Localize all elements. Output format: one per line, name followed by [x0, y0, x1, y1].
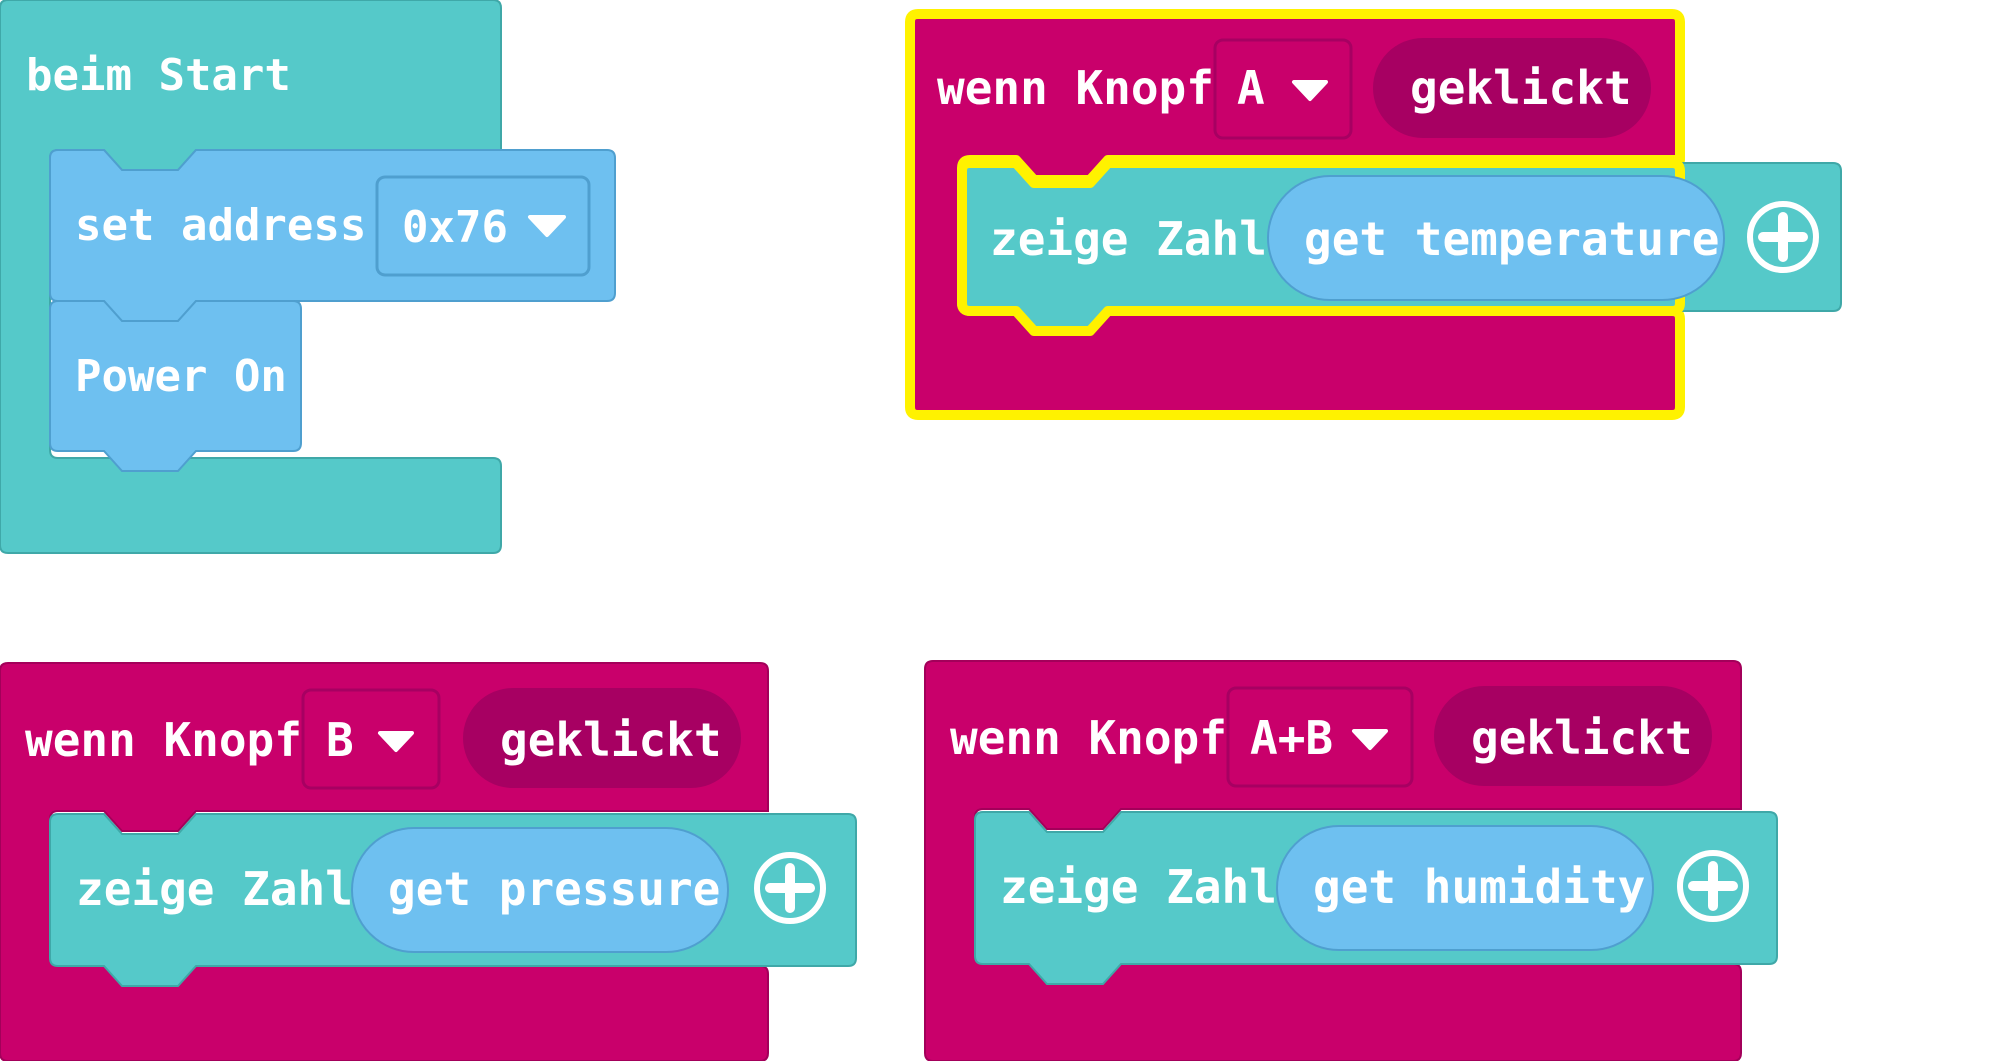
button-a-event-label: wenn Knopf — [937, 61, 1214, 115]
address-dropdown[interactable]: 0x76 — [375, 175, 591, 277]
get-temperature-pill — [1267, 175, 1725, 301]
get-pressure-reporter[interactable]: get pressure — [351, 827, 729, 953]
button-a-dropdown-value: A — [1237, 61, 1265, 115]
set-address-label: set address — [75, 200, 366, 251]
button-ab-event-type-label: geklickt — [1471, 711, 1693, 765]
plus-circle-icon[interactable] — [1747, 201, 1819, 273]
show-number-label: zeige Zahl — [1000, 860, 1277, 914]
button-ab-dropdown-value: A+B — [1250, 711, 1333, 765]
address-dropdown-value: 0x76 — [402, 202, 508, 253]
power-on-block[interactable]: Power On — [49, 300, 302, 472]
button-b-dropdown-box — [301, 688, 441, 790]
plus-circle-icon[interactable] — [754, 852, 826, 924]
highlight-outline — [957, 158, 1685, 336]
plus-circle-icon[interactable] — [1677, 850, 1749, 922]
button-ab-event-block[interactable]: wenn Knopf A+B geklickt zeige Zahl get h… — [924, 660, 1778, 1061]
get-humidity-label: get humidity — [1313, 860, 1645, 914]
get-humidity-reporter[interactable]: get humidity — [1276, 825, 1654, 951]
button-b-event-type-pill — [463, 688, 741, 788]
button-b-event-label: wenn Knopf — [25, 713, 302, 767]
get-humidity-pill — [1276, 825, 1654, 951]
get-temperature-reporter[interactable]: get temperature — [1267, 175, 1725, 301]
show-number-humidity-block[interactable]: zeige Zahl get humidity — [974, 811, 1778, 985]
power-on-shape — [49, 300, 302, 472]
get-pressure-label: get pressure — [388, 862, 720, 916]
chevron-down-icon — [528, 215, 566, 237]
get-temperature-label: get temperature — [1304, 212, 1719, 266]
chevron-down-icon — [1352, 729, 1388, 750]
button-b-dropdown-value: B — [326, 713, 354, 767]
get-pressure-pill — [351, 827, 729, 953]
button-a-event-type-pill — [1373, 38, 1651, 138]
power-on-label: Power On — [75, 351, 287, 402]
address-dropdown-box — [375, 175, 591, 277]
on-start-block[interactable]: beim Start set address 0x76 Power On — [0, 0, 616, 554]
button-ab-event-type-pill — [1434, 686, 1712, 786]
button-ab-dropdown[interactable]: A+B — [1226, 686, 1414, 788]
chevron-down-icon — [1292, 80, 1328, 101]
button-ab-event-label: wenn Knopf — [950, 711, 1227, 765]
button-b-event-block[interactable]: wenn Knopf B geklickt zeige Zahl get pre… — [0, 662, 857, 1061]
button-ab-dropdown-box — [1226, 686, 1414, 788]
show-number-temperature-block[interactable]: zeige Zahl get temperature — [957, 158, 1842, 336]
show-number-label: zeige Zahl — [76, 862, 353, 916]
button-ab-event-type[interactable]: geklickt — [1434, 686, 1712, 786]
button-a-event-type-label: geklickt — [1410, 61, 1632, 115]
chevron-down-icon — [378, 731, 414, 752]
button-a-dropdown[interactable]: A — [1213, 38, 1353, 140]
show-number-pressure-block[interactable]: zeige Zahl get pressure — [49, 813, 857, 987]
on-start-label: beim Start — [26, 50, 291, 101]
button-b-dropdown[interactable]: B — [301, 688, 441, 790]
button-a-event-type[interactable]: geklickt — [1373, 38, 1651, 138]
button-a-event-block[interactable]: wenn Knopf A geklickt zeige Zahl get tem… — [905, 9, 1842, 420]
show-number-label: zeige Zahl — [990, 212, 1267, 266]
set-address-block[interactable]: set address 0x76 — [49, 149, 616, 322]
button-b-event-type[interactable]: geklickt — [463, 688, 741, 788]
button-b-event-type-label: geklickt — [500, 713, 722, 767]
button-a-dropdown-box — [1213, 38, 1353, 140]
